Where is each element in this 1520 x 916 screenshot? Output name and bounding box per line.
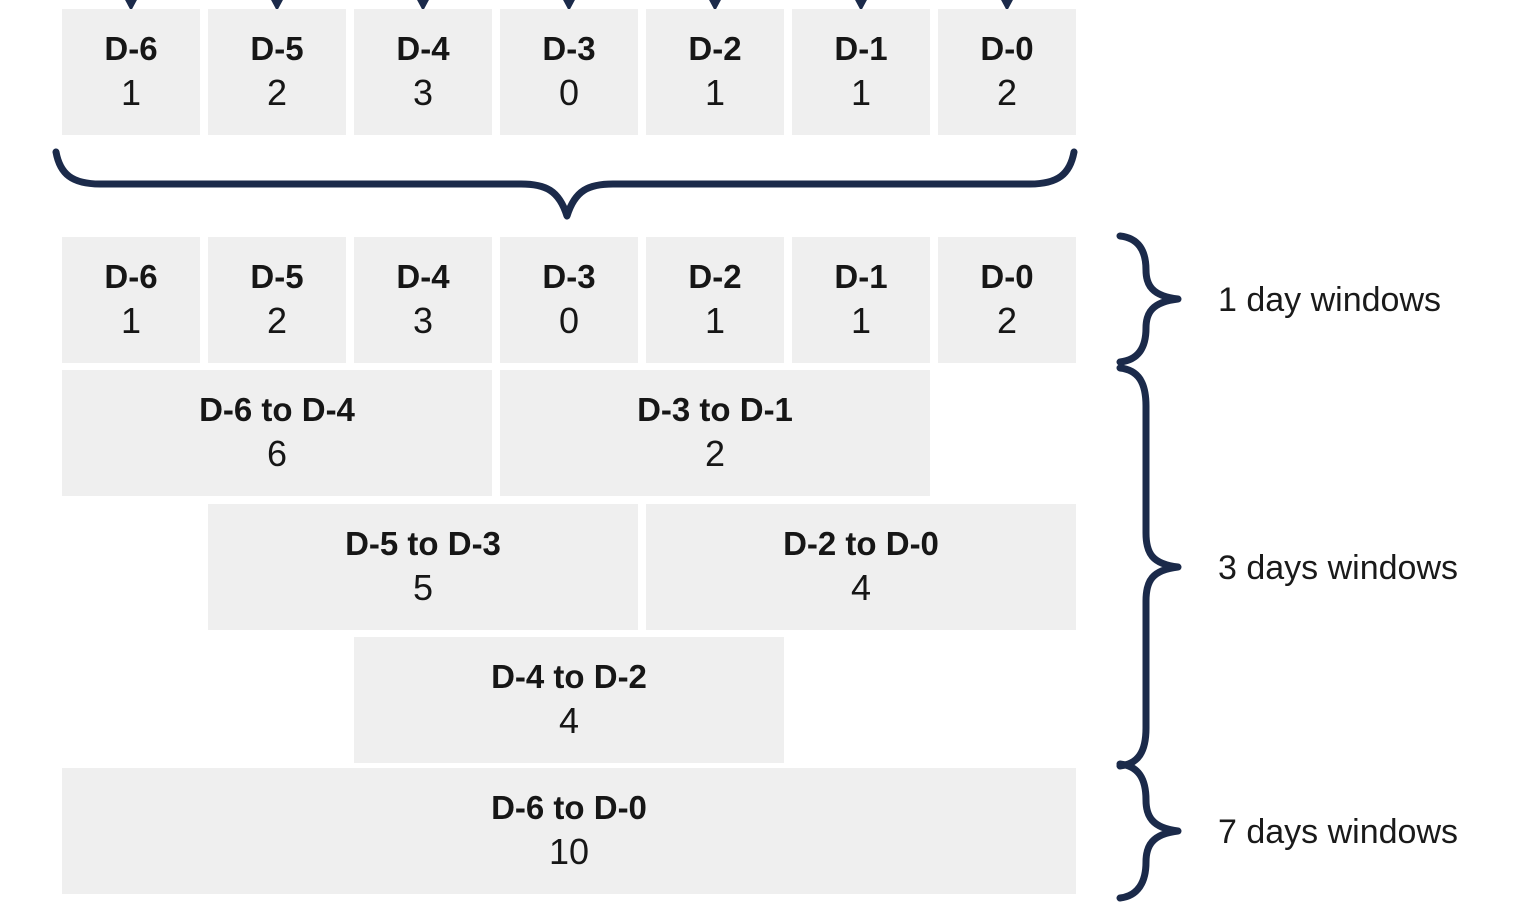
window-label: D-6 to D-0 [491, 789, 647, 827]
day-label: D-2 [688, 30, 742, 68]
day-label: D-4 [396, 30, 450, 68]
day-cell: D-0 2 [938, 9, 1076, 135]
day-cell: D-2 1 [646, 9, 784, 135]
source-day-row: D-6 1 D-5 2 D-4 3 D-3 0 D-2 1 D-1 1 D-0 … [62, 9, 1076, 135]
day-value: 0 [558, 72, 580, 114]
three-day-windows-row: D-6 to D-4 6 D-3 to D-1 2 [62, 370, 930, 496]
day-label: D-4 [396, 258, 450, 296]
day-value: 1 [850, 72, 872, 114]
day-cell: D-5 2 [208, 237, 346, 363]
window-value: 4 [558, 700, 580, 742]
day-cell: D-3 0 [500, 9, 638, 135]
day-value: 3 [412, 300, 434, 342]
day-value: 0 [558, 300, 580, 342]
brace-down-icon [52, 148, 1078, 220]
day-label: D-1 [834, 30, 888, 68]
seven-days-windows-label: 7 days windows [1218, 813, 1459, 851]
three-day-windows-row: D-5 to D-3 5 D-2 to D-0 4 [62, 504, 1076, 630]
down-arrow-icon [270, 0, 284, 11]
day-cell: D-3 0 [500, 237, 638, 363]
down-arrow-icon [1000, 0, 1014, 11]
day-value: 2 [266, 72, 288, 114]
brace-right-icon [1116, 362, 1188, 772]
day-value: 1 [704, 72, 726, 114]
day-value: 1 [850, 300, 872, 342]
day-cell: D-1 1 [792, 9, 930, 135]
day-label: D-3 [542, 30, 596, 68]
day-label: D-5 [250, 30, 304, 68]
day-label: D-0 [980, 258, 1034, 296]
day-label: D-6 [104, 258, 158, 296]
window-cell: D-3 to D-1 2 [500, 370, 930, 496]
one-day-windows-label: 1 day windows [1218, 281, 1442, 319]
window-value: 10 [548, 831, 590, 873]
day-cell: D-4 3 [354, 9, 492, 135]
window-value: 6 [266, 433, 288, 475]
day-value: 2 [996, 72, 1018, 114]
window-value: 5 [412, 567, 434, 609]
day-value: 1 [120, 300, 142, 342]
three-days-windows-label: 3 days windows [1218, 549, 1459, 587]
down-arrow-icon [124, 0, 138, 11]
day-label: D-1 [834, 258, 888, 296]
day-label: D-6 [104, 30, 158, 68]
window-value: 4 [850, 567, 872, 609]
down-arrow-icon [708, 0, 722, 11]
brace-right-icon [1116, 758, 1188, 904]
window-label: D-2 to D-0 [783, 525, 939, 563]
one-day-windows-row: D-6 1 D-5 2 D-4 3 D-3 0 D-2 1 D-1 1 D-0 … [62, 237, 1076, 363]
day-value: 2 [266, 300, 288, 342]
day-value: 1 [120, 72, 142, 114]
day-label: D-0 [980, 30, 1034, 68]
day-cell: D-2 1 [646, 237, 784, 363]
window-label: D-4 to D-2 [491, 658, 647, 696]
day-label: D-5 [250, 258, 304, 296]
window-label: D-6 to D-4 [199, 391, 355, 429]
day-value: 1 [704, 300, 726, 342]
three-day-windows-row: D-4 to D-2 4 [62, 637, 784, 763]
window-cell: D-6 to D-0 10 [62, 768, 1076, 894]
day-cell: D-6 1 [62, 237, 200, 363]
day-cell: D-5 2 [208, 9, 346, 135]
day-label: D-2 [688, 258, 742, 296]
window-cell: D-2 to D-0 4 [646, 504, 1076, 630]
day-cell: D-4 3 [354, 237, 492, 363]
day-value: 3 [412, 72, 434, 114]
window-cell: D-6 to D-4 6 [62, 370, 492, 496]
day-cell: D-6 1 [62, 9, 200, 135]
day-label: D-3 [542, 258, 596, 296]
brace-right-icon [1116, 230, 1188, 368]
window-cell: D-5 to D-3 5 [208, 504, 638, 630]
down-arrow-icon [562, 0, 576, 11]
day-cell: D-1 1 [792, 237, 930, 363]
day-value: 2 [996, 300, 1018, 342]
day-cell: D-0 2 [938, 237, 1076, 363]
window-label: D-3 to D-1 [637, 391, 793, 429]
seven-day-window-row: D-6 to D-0 10 [62, 768, 1076, 894]
window-label: D-5 to D-3 [345, 525, 501, 563]
window-value: 2 [704, 433, 726, 475]
down-arrow-icon [854, 0, 868, 11]
down-arrow-icon [416, 0, 430, 11]
window-cell: D-4 to D-2 4 [354, 637, 784, 763]
